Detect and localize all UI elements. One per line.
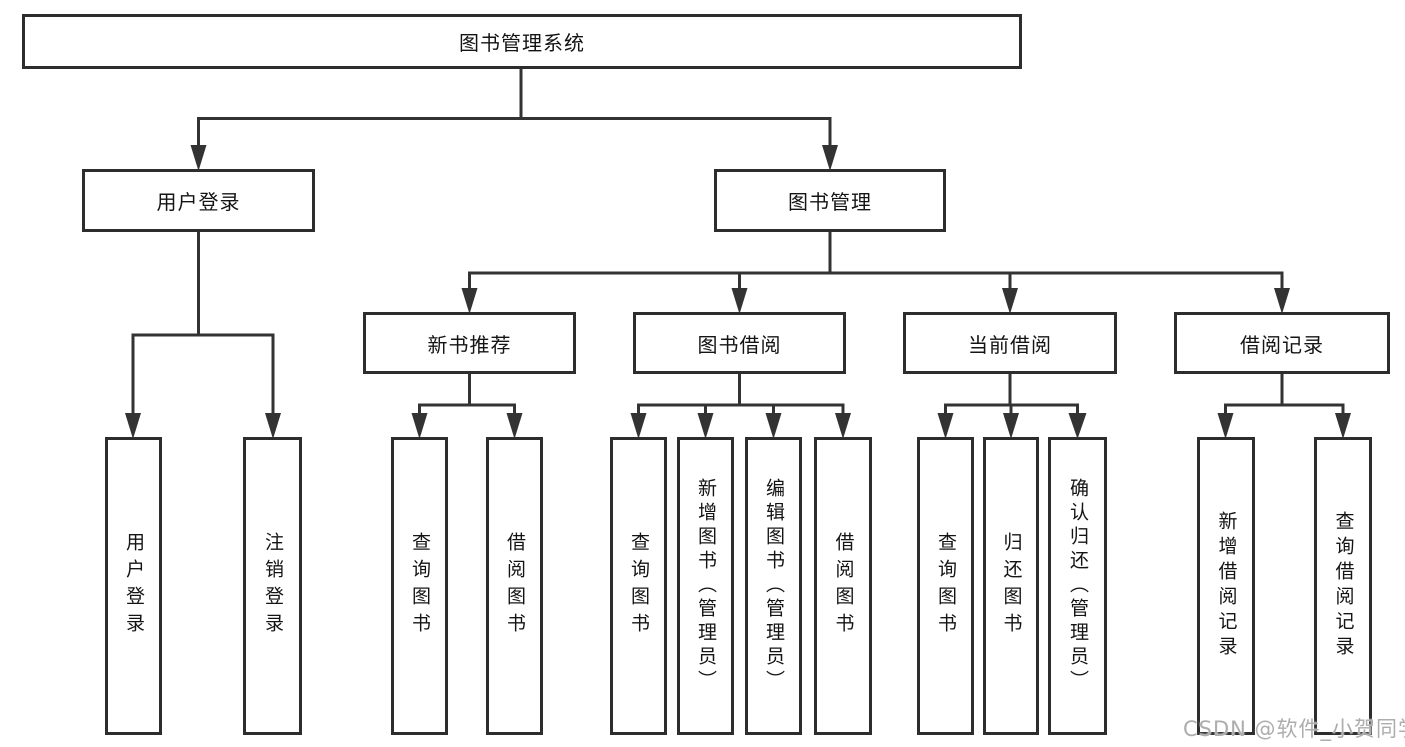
leaf-query-book-borrow-label: 查询图书 — [628, 532, 650, 640]
node-book-borrow: 图书借阅 — [633, 312, 846, 374]
watermark: CSDN @软件_小贺同学 — [1183, 717, 1405, 741]
leaf-add-borrow-record-label: 新增借阅记录 — [1215, 511, 1238, 661]
node-user-login: 用户登录 — [82, 169, 315, 232]
node-root-label: 图书管理系统 — [459, 31, 585, 55]
leaf-query-book-borrow: 查询图书 — [610, 437, 667, 735]
leaf-user-login: 用户登录 — [105, 437, 162, 735]
leaf-edit-book-admin: 编辑图书（管理员） — [745, 437, 802, 735]
node-new-book-recommend-label: 新书推荐 — [427, 332, 512, 357]
leaf-confirm-return-admin: 确认归还（管理员） — [1048, 437, 1107, 735]
leaf-confirm-return-admin-label: 确认归还（管理员） — [1067, 478, 1089, 694]
leaf-add-book-admin: 新增图书（管理员） — [677, 437, 734, 735]
node-book-management: 图书管理 — [714, 169, 946, 232]
node-current-borrow: 当前借阅 — [903, 312, 1117, 374]
leaf-query-book-recommend: 查询图书 — [391, 437, 448, 735]
node-borrow-records: 借阅记录 — [1174, 312, 1390, 374]
leaf-add-borrow-record: 新增借阅记录 — [1197, 437, 1255, 735]
leaf-user-login-label: 用户登录 — [123, 532, 145, 640]
leaf-query-book-current-label: 查询图书 — [935, 532, 957, 640]
node-book-borrow-label: 图书借阅 — [697, 332, 782, 357]
leaf-edit-book-admin-label: 编辑图书（管理员） — [763, 478, 785, 694]
leaf-return-book-label: 归还图书 — [1000, 532, 1023, 640]
node-current-borrow-label: 当前借阅 — [968, 332, 1052, 357]
node-user-login-label: 用户登录 — [156, 190, 241, 214]
node-book-management-label: 图书管理 — [788, 190, 872, 214]
leaf-logout-label: 注销登录 — [262, 532, 284, 640]
leaf-borrow-book-recommend-label: 借阅图书 — [504, 532, 526, 640]
leaf-return-book: 归还图书 — [983, 437, 1039, 735]
node-new-book-recommend: 新书推荐 — [363, 312, 576, 374]
node-borrow-records-label: 借阅记录 — [1240, 332, 1324, 357]
leaf-query-borrow-record: 查询借阅记录 — [1314, 437, 1372, 735]
arrowheads — [125, 145, 1351, 439]
leaf-borrow-book-recommend: 借阅图书 — [486, 437, 543, 735]
leaf-logout: 注销登录 — [243, 437, 302, 735]
leaf-query-borrow-record-label: 查询借阅记录 — [1332, 511, 1355, 661]
leaf-add-book-admin-label: 新增图书（管理员） — [695, 478, 717, 694]
leaf-query-book-recommend-label: 查询图书 — [409, 532, 431, 640]
leaf-borrow-book: 借阅图书 — [814, 437, 872, 735]
leaf-borrow-book-label: 借阅图书 — [832, 532, 855, 640]
node-root: 图书管理系统 — [22, 14, 1022, 69]
leaf-query-book-current: 查询图书 — [917, 437, 974, 735]
